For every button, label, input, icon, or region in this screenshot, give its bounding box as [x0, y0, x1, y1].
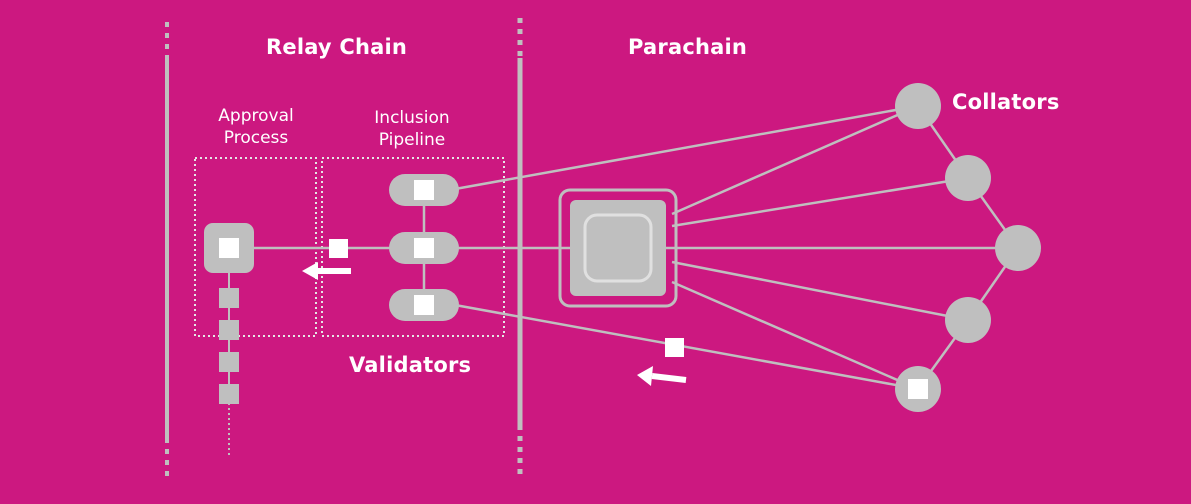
parachain-heading: Parachain [628, 35, 748, 59]
queue-block-1 [219, 288, 239, 308]
queue-block-2 [219, 320, 239, 340]
inclusion-pipeline-line2: Pipeline [378, 130, 446, 150]
approval-node [204, 223, 254, 273]
parachain-node [558, 188, 678, 308]
arrow-left-icon [302, 262, 351, 280]
relay-chain-heading: Relay Chain [266, 35, 408, 59]
collator-node-1 [895, 83, 941, 129]
approval-process-line2: Process [223, 128, 289, 148]
collator-node-4 [945, 297, 991, 343]
block-in-transit-relay [329, 239, 348, 258]
approval-process-line1: Approval [218, 106, 294, 126]
collators-label: Collators [952, 90, 1060, 114]
validator-node-2 [389, 232, 459, 264]
validator-node-3 [389, 289, 459, 321]
validator-node-1 [389, 174, 459, 206]
collator-node-5 [895, 366, 941, 412]
block-in-transit-parachain [665, 338, 684, 357]
collator-node-2 [945, 155, 991, 201]
inclusion-pipeline-line1: Inclusion [374, 108, 450, 128]
collator-node-3 [995, 225, 1041, 271]
inclusion-pipeline-label: Inclusion Pipeline [352, 107, 472, 151]
arrow-left-icon-2 [637, 366, 687, 386]
queue-block-3 [219, 352, 239, 372]
validators-label: Validators [349, 353, 472, 377]
approval-process-label: Approval Process [196, 105, 316, 149]
queue-block-4 [219, 384, 239, 404]
